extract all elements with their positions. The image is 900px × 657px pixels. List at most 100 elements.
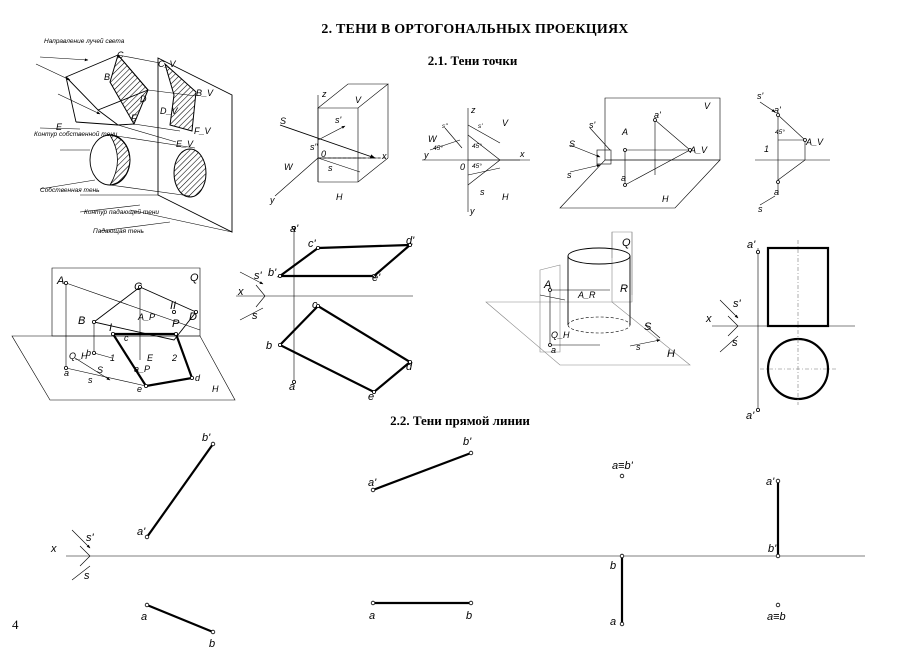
label-point-B: B (104, 72, 110, 82)
label-Ap: A_P (137, 312, 155, 322)
label-c: c (312, 299, 318, 311)
label-s: s (252, 310, 258, 322)
label-Av: A_V (689, 145, 708, 155)
label-cast-shadow-contour: Контур падающей тени (84, 208, 159, 216)
fig-parallelogram-epure: a' c' d' s' b' e' x s c b d a e (236, 223, 415, 403)
label-H: H (662, 194, 669, 204)
label-V: V (502, 118, 509, 128)
label-point-Bv: B_V (196, 88, 214, 98)
label-b-prime: b' (768, 543, 777, 555)
label-s-prime: s' (335, 115, 342, 125)
label-x: x (237, 286, 244, 298)
label-R: R (620, 283, 628, 295)
label-s-prime: s' (254, 270, 263, 282)
label-cast-shadow: Падающая тень (93, 227, 145, 235)
label-s-prime: s' (757, 91, 764, 101)
label-s: s (732, 337, 738, 349)
label-s: s (567, 170, 572, 180)
label-a-prime: a' (137, 526, 146, 538)
label-a: a (774, 187, 779, 197)
label-y1: y (423, 150, 429, 160)
label-plane-H: H (336, 192, 343, 202)
label-a-prime-bottom: a' (746, 410, 755, 422)
fig-axes-cube: z V S s' s" 0 x W s H y (269, 83, 389, 205)
label-a-prime: a' (654, 110, 661, 120)
label-ap: a_P (134, 364, 150, 374)
label-b: b (266, 340, 272, 352)
label-b-prime: b' (202, 432, 211, 444)
page-title: 2. ТЕНИ В ОРТОГОНАЛЬНЫХ ПРОЕКЦИЯХ (321, 22, 629, 37)
label-W: W (428, 134, 438, 144)
label-d-prime: d' (406, 235, 415, 247)
label-s: s (328, 163, 333, 173)
label-s-second: s" (442, 123, 448, 130)
label-a: a (64, 368, 69, 378)
label-0: 0 (460, 162, 465, 172)
label-own-shadow: Собственная тень (40, 186, 100, 194)
label-s-prime: s' (589, 120, 596, 130)
line-case-4: a' b' a≡b (766, 476, 786, 623)
label-a: a (551, 345, 556, 355)
label-d: d (406, 361, 413, 373)
label-a: a (289, 381, 295, 393)
label-b: b (466, 610, 472, 622)
fig-point-shadow-epure: s' a' 45° 1 A_V a s (755, 91, 830, 214)
label-H: H (667, 348, 675, 360)
label-Q: Q (190, 272, 199, 284)
label-own-shadow-contour: Контур собственной тени (34, 130, 118, 138)
label-45-b: 45° (472, 142, 482, 150)
label-a: a (369, 610, 375, 622)
label-axis-z: z (321, 89, 327, 99)
label-Qh: Q_H (69, 351, 88, 361)
section-heading-line-shadows: 2.2. Тени прямой линии (390, 413, 530, 428)
label-s: s (636, 342, 641, 352)
label-A: A (56, 275, 64, 287)
label-H: H (212, 384, 219, 394)
label-a: a (621, 173, 626, 183)
label-2: 2 (171, 353, 177, 363)
label-I: I (109, 322, 112, 334)
label-a: a (610, 616, 616, 628)
label-axis-s-prime: s' (86, 532, 95, 544)
label-V: V (704, 101, 711, 111)
label-point-D: D (140, 94, 147, 104)
label-Qh: Q_H (551, 330, 570, 340)
label-plane-V: V (355, 95, 362, 105)
section-heading-point-shadows: 2.1. Тени точки (427, 53, 518, 68)
label-A: A (543, 279, 551, 291)
label-ray-S: S (280, 116, 286, 126)
label-s-second: s" (310, 142, 319, 152)
label-a-prime: a' (290, 223, 299, 235)
label-point-Ev: E_V (176, 139, 194, 149)
label-axis-x: x (50, 543, 57, 555)
label-D: D (189, 311, 197, 323)
line-case-2: b' a' a b (368, 436, 474, 622)
label-z: z (470, 105, 476, 115)
label-a-equiv-b: a≡b (767, 611, 786, 623)
fig-line-shadows: x s' s b' a' a b (50, 432, 865, 650)
label-point-Cv: C_V (158, 59, 177, 69)
label-a-prime: a' (774, 105, 781, 115)
label-axis-s: s (84, 570, 90, 582)
label-1: 1 (110, 353, 115, 363)
label-point-E: E (56, 122, 63, 132)
label-s: s (480, 187, 485, 197)
label-e: e (368, 391, 374, 403)
label-C: C (134, 281, 142, 293)
fig-cylinder-epure: a' x s' s a' (705, 239, 855, 422)
label-plane-W: W (284, 162, 294, 172)
label-axis-x: x (381, 151, 387, 161)
label-S: S (97, 365, 103, 375)
label-c: c (124, 333, 129, 343)
label-E: E (147, 353, 154, 363)
label-point-Dv: D_V (160, 106, 179, 116)
label-x: x (705, 313, 712, 325)
label-s: s (88, 375, 93, 385)
label-y2: y (469, 206, 475, 216)
label-b: b (610, 560, 616, 572)
label-s-prime: s' (733, 298, 742, 310)
label-A: A (621, 127, 628, 137)
label-point-C: C (117, 50, 124, 60)
label-a: a (141, 611, 147, 623)
